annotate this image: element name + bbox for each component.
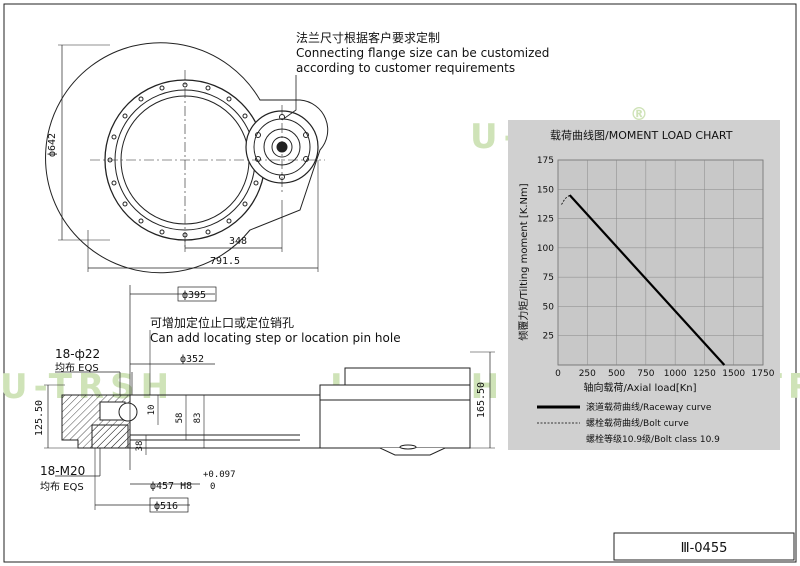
chart-title: 载荷曲线图/MOMENT LOAD CHART: [550, 128, 733, 142]
chart-panel: 载荷曲线图/MOMENT LOAD CHART 0 250 500 750 1000 12…: [508, 120, 780, 450]
dim-516: ф516: [154, 500, 178, 512]
x-tick-label: 1500: [722, 369, 745, 379]
dim-348: 348: [229, 236, 247, 247]
dim-791: 791.5: [210, 256, 240, 267]
dim-10: 10: [147, 405, 157, 416]
sheet-border: [3, 3, 797, 563]
bolt-class-label: 螺栓等级10.9级/Bolt class 10.9: [586, 433, 720, 445]
y-tick-label: 25: [543, 332, 554, 342]
x-tick-label: 750: [637, 369, 654, 379]
y-tick-label: 50: [543, 302, 555, 312]
y-tick-label: 150: [537, 185, 554, 195]
dim-352: ф352: [180, 353, 204, 365]
drawing-number: Ⅲ-0455: [681, 541, 728, 556]
x-tick-label: 1750: [752, 369, 775, 379]
x-axis-label: 轴向载荷/Axial load[Kn]: [583, 381, 696, 394]
dim-457: ф457 H8: [150, 480, 192, 492]
raceway-curve: [568, 194, 726, 366]
watermark-mark-2: ®: [630, 104, 654, 125]
x-tick-label: 0: [555, 369, 561, 379]
dim-165: 165.50: [476, 382, 487, 418]
dim-125: 125.50: [34, 400, 45, 436]
holes-bottom: 18-M20: [40, 464, 85, 478]
chart-grid: 0 250 500 750 1000 1250 1500 1750 25 50 75 100 125 15…: [537, 156, 775, 379]
dim-395: ф395: [182, 289, 206, 301]
y-tick-label: 175: [537, 156, 554, 166]
holes-top: 18-ф22: [55, 347, 100, 361]
dim-457-tol-lo: 0: [210, 482, 215, 492]
note-en-1: Connecting flange size can be customized: [296, 46, 549, 60]
holes-bottom-sub: 均布 EQS: [40, 481, 84, 493]
y-tick-label: 125: [537, 215, 554, 225]
x-tick-label: 250: [579, 369, 596, 379]
y-axis-label: 倾覆力矩/Tilting moment [K.Nm]: [517, 183, 530, 340]
legend-bolt-label: 螺栓载荷曲线/Bolt curve: [586, 417, 689, 429]
note-cn: 法兰尺寸根据客户要求定制: [296, 30, 440, 45]
note-en-2: according to customer requirements: [296, 61, 515, 75]
section-note-cn: 可增加定位止口或定位销孔: [150, 315, 294, 330]
top-view: [45, 42, 329, 274]
x-tick-label: 1000: [664, 369, 687, 379]
y-tick-label: 75: [543, 273, 554, 283]
section-note-en: Can add locating step or location pin ho…: [150, 331, 401, 345]
dim-58: 58: [175, 413, 185, 424]
x-tick-label: 500: [608, 369, 625, 379]
dim-83: 83: [193, 413, 203, 424]
section-view: [44, 285, 495, 513]
holes-top-sub: 均布 EQS: [55, 362, 99, 374]
y-tick-label: 100: [537, 244, 554, 254]
title-block: [613, 532, 795, 561]
x-tick-label: 1250: [693, 369, 716, 379]
plot-area: [557, 159, 764, 366]
dim-642: ф642: [46, 133, 58, 157]
chart-marks: [561, 194, 726, 366]
dim-38: 38: [135, 441, 145, 452]
bolt-curve: [561, 194, 570, 205]
dim-457-tol-up: +0.097: [203, 470, 236, 480]
legend-raceway-label: 滚道载荷曲线/Raceway curve: [586, 401, 712, 413]
